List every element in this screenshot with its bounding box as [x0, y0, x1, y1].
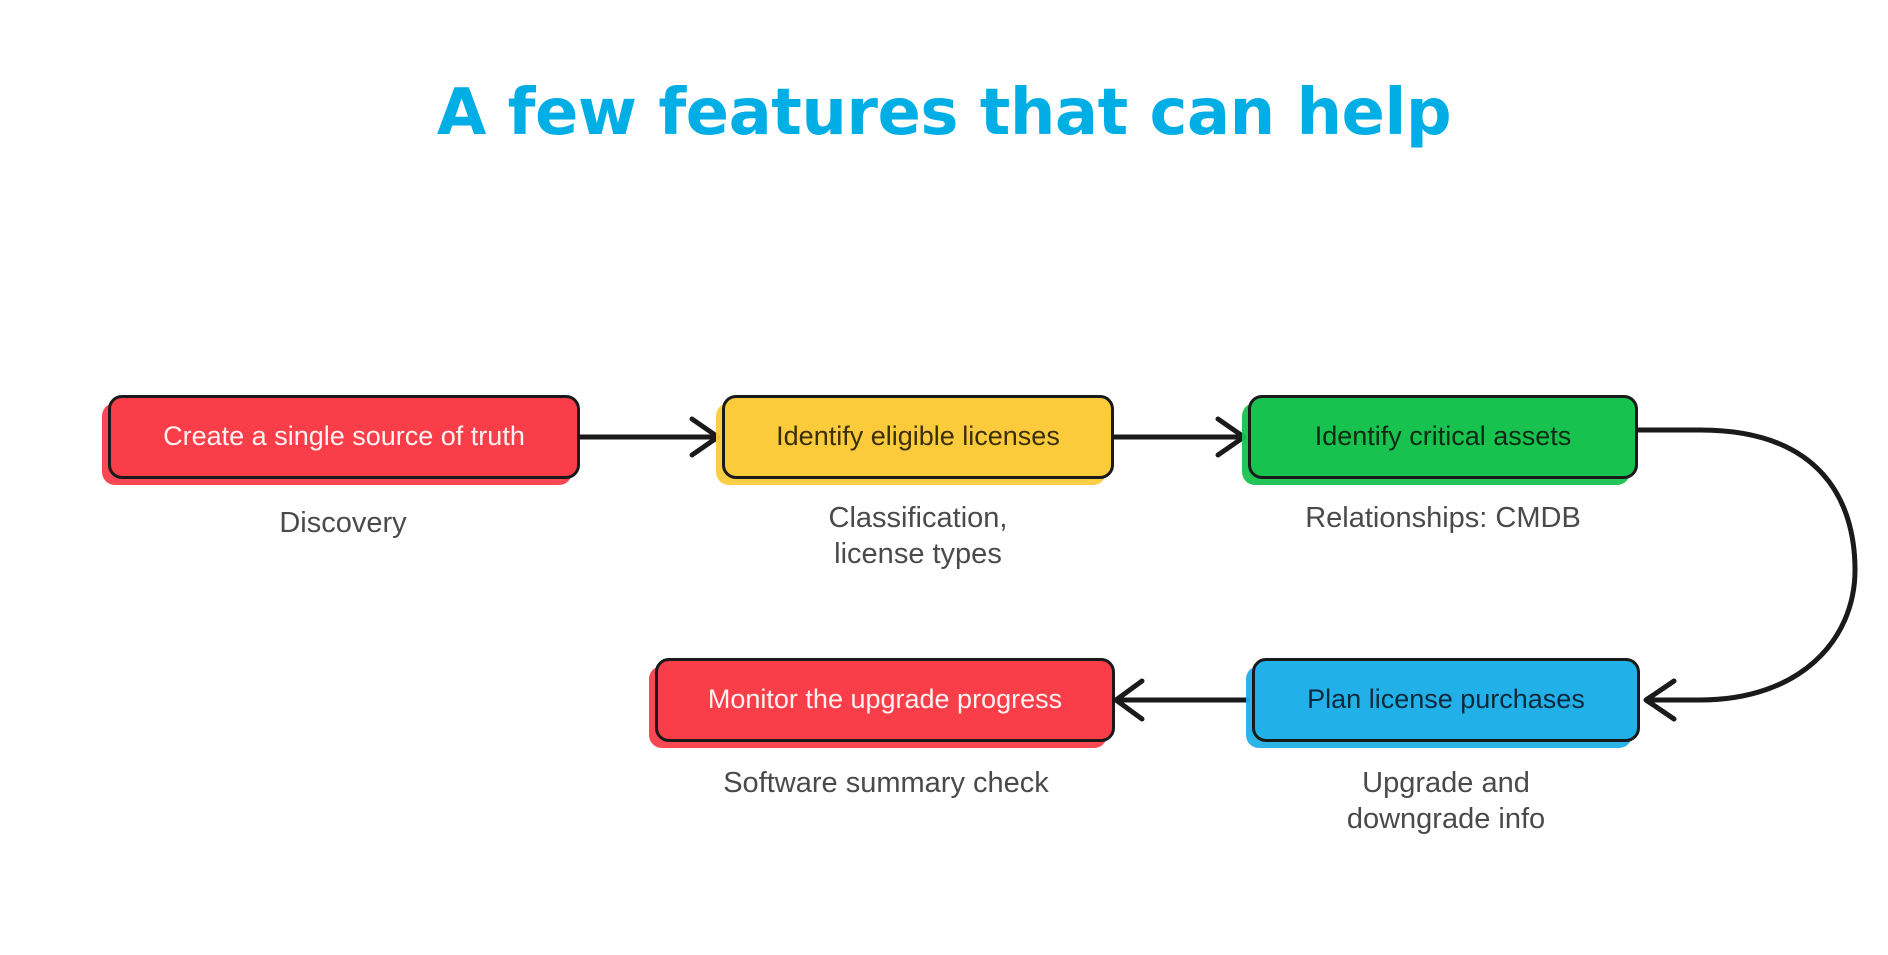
page-title: A few features that can help — [436, 76, 1452, 150]
node-identify-critical-assets[interactable]: Identify critical assets — [1248, 395, 1638, 479]
caption-create-source-of-truth: Discovery — [279, 507, 407, 539]
caption-plan-license-purchases: Upgrade and downgrade info — [1346, 767, 1546, 836]
arrow-identify-licenses-to-critical-assets — [1114, 416, 1247, 458]
arrow-create-source-to-identify-licenses — [580, 416, 721, 458]
node-create-source-of-truth[interactable]: Create a single source of truth — [108, 395, 580, 479]
caption-identify-critical-assets: Relationships: CMDB — [1305, 502, 1581, 534]
caption-identify-eligible-licenses: Classification, license types — [828, 502, 1008, 571]
arrow-critical-assets-to-plan-purchases — [1634, 427, 1858, 722]
node-identify-eligible-licenses[interactable]: Identify eligible licenses — [722, 395, 1114, 479]
node-monitor-upgrade-progress[interactable]: Monitor the upgrade progress — [655, 658, 1115, 742]
arrow-plan-purchases-to-monitor-progress — [1113, 678, 1250, 722]
node-plan-license-purchases[interactable]: Plan license purchases — [1252, 658, 1640, 742]
caption-monitor-upgrade-progress: Software summary check — [723, 767, 1049, 799]
